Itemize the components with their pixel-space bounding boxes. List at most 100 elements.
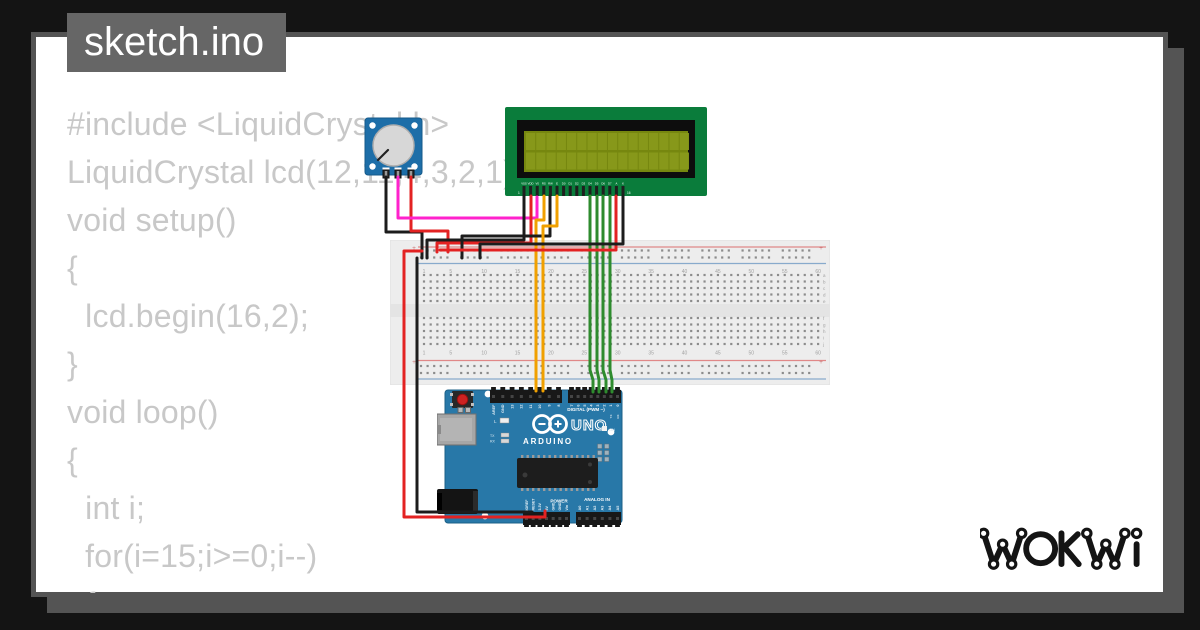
svg-text:16: 16 bbox=[627, 191, 631, 195]
atmega-chip bbox=[517, 458, 598, 488]
breadboard: ++++115510101515202025253030353540404545… bbox=[390, 240, 830, 385]
svg-text:UNO: UNO bbox=[571, 417, 607, 434]
svg-text:D3: D3 bbox=[582, 182, 586, 186]
svg-text:A1: A1 bbox=[585, 506, 589, 511]
svg-text:11: 11 bbox=[529, 405, 533, 409]
code-line: { bbox=[67, 580, 523, 593]
svg-text:RX: RX bbox=[616, 415, 620, 419]
svg-text:i: i bbox=[823, 336, 824, 341]
reset-button bbox=[456, 393, 469, 406]
logo-letter-o bbox=[1023, 531, 1059, 567]
svg-text:25: 25 bbox=[582, 269, 588, 275]
svg-text:RESET: RESET bbox=[531, 498, 535, 511]
svg-text:25: 25 bbox=[582, 351, 588, 357]
wokwi-logo bbox=[980, 527, 1143, 570]
svg-text:5V: 5V bbox=[545, 506, 549, 511]
svg-text:55: 55 bbox=[782, 269, 788, 275]
svg-text:D2: D2 bbox=[575, 182, 579, 186]
svg-text:D7: D7 bbox=[608, 182, 612, 186]
svg-text:3: 3 bbox=[596, 405, 600, 407]
svg-text:A5: A5 bbox=[616, 506, 620, 511]
svg-text:1: 1 bbox=[423, 351, 426, 357]
svg-text:e: e bbox=[823, 299, 826, 304]
svg-text:V0: V0 bbox=[535, 182, 539, 186]
svg-text:ANALOG IN: ANALOG IN bbox=[584, 497, 610, 502]
svg-text:+: + bbox=[819, 359, 823, 366]
svg-text:GND: GND bbox=[558, 502, 562, 510]
svg-text:30: 30 bbox=[615, 269, 621, 275]
svg-text:+: + bbox=[412, 359, 416, 366]
svg-text:Vin: Vin bbox=[565, 505, 569, 511]
svg-text:45: 45 bbox=[715, 269, 721, 275]
svg-text:A2: A2 bbox=[593, 506, 597, 511]
svg-text:f: f bbox=[823, 316, 825, 321]
svg-text:+: + bbox=[412, 245, 416, 252]
svg-text:GND: GND bbox=[551, 502, 555, 510]
svg-text:VDD: VDD bbox=[528, 182, 534, 186]
file-tab-label: sketch.ino bbox=[84, 20, 265, 64]
svg-text:POWER: POWER bbox=[550, 499, 568, 504]
svg-text:10: 10 bbox=[538, 405, 542, 409]
svg-text:RW: RW bbox=[548, 182, 553, 186]
svg-text:5: 5 bbox=[449, 351, 452, 357]
code-line: for(i=15;i>=0;i--) bbox=[67, 538, 318, 574]
potentiometer bbox=[364, 117, 423, 179]
svg-text:20: 20 bbox=[548, 269, 554, 275]
svg-text:j: j bbox=[822, 342, 824, 347]
svg-text:AREF: AREF bbox=[492, 404, 496, 415]
svg-text:A0: A0 bbox=[578, 506, 582, 511]
svg-text:D1: D1 bbox=[568, 182, 572, 186]
svg-text:8: 8 bbox=[557, 405, 561, 407]
svg-text:0: 0 bbox=[616, 405, 620, 407]
code-line: void loop() bbox=[67, 394, 219, 430]
svg-text:2: 2 bbox=[603, 405, 607, 407]
logo-node-rings bbox=[980, 527, 1143, 570]
code-line: int i; bbox=[67, 490, 146, 526]
svg-text:ON: ON bbox=[609, 427, 615, 432]
svg-text:D6: D6 bbox=[601, 182, 605, 186]
svg-text:RX: RX bbox=[490, 440, 496, 444]
code-line: { bbox=[67, 442, 78, 478]
svg-text:50: 50 bbox=[749, 351, 755, 357]
svg-text:10: 10 bbox=[481, 351, 487, 357]
code-line: #include <LiquidCrystal.h> bbox=[67, 106, 450, 142]
file-tab[interactable]: sketch.ino bbox=[67, 13, 286, 72]
svg-text:VSS: VSS bbox=[521, 182, 527, 186]
svg-text:3.3V: 3.3V bbox=[538, 503, 542, 511]
svg-text:+: + bbox=[819, 245, 823, 252]
code-line: lcd.begin(16,2); bbox=[67, 298, 309, 334]
svg-text:D0: D0 bbox=[562, 182, 566, 186]
svg-text:35: 35 bbox=[648, 351, 654, 357]
svg-text:35: 35 bbox=[648, 269, 654, 275]
svg-text:1: 1 bbox=[423, 269, 426, 275]
svg-text:c: c bbox=[823, 286, 826, 291]
svg-text:b: b bbox=[823, 280, 826, 285]
svg-text:7: 7 bbox=[570, 405, 574, 407]
svg-text:GND: GND bbox=[501, 404, 505, 413]
svg-text:55: 55 bbox=[782, 351, 788, 357]
svg-text:30: 30 bbox=[615, 351, 621, 357]
svg-text:45: 45 bbox=[715, 351, 721, 357]
svg-text:A3: A3 bbox=[601, 506, 605, 511]
svg-text:RS: RS bbox=[542, 182, 546, 186]
svg-text:d: d bbox=[823, 293, 826, 298]
svg-text:E: E bbox=[556, 182, 558, 186]
svg-text:20: 20 bbox=[548, 351, 554, 357]
logo-letter-k-lower bbox=[1061, 543, 1082, 568]
code-line: } bbox=[67, 346, 78, 382]
logo-letter-i-dot bbox=[1130, 527, 1143, 540]
svg-text:60: 60 bbox=[815, 351, 821, 357]
svg-text:13: 13 bbox=[510, 405, 514, 409]
svg-text:TX: TX bbox=[609, 415, 613, 419]
svg-text:1: 1 bbox=[609, 405, 613, 407]
svg-text:50: 50 bbox=[749, 269, 755, 275]
svg-text:6: 6 bbox=[576, 405, 580, 407]
svg-text:15: 15 bbox=[515, 351, 521, 357]
svg-text:D5: D5 bbox=[595, 182, 599, 186]
svg-text:IOREF: IOREF bbox=[525, 499, 529, 511]
svg-text:12: 12 bbox=[520, 405, 524, 409]
svg-text:g: g bbox=[823, 323, 826, 328]
code-line: LiquidCrystal lcd(12,11,4,3,2,1); bbox=[67, 154, 524, 190]
